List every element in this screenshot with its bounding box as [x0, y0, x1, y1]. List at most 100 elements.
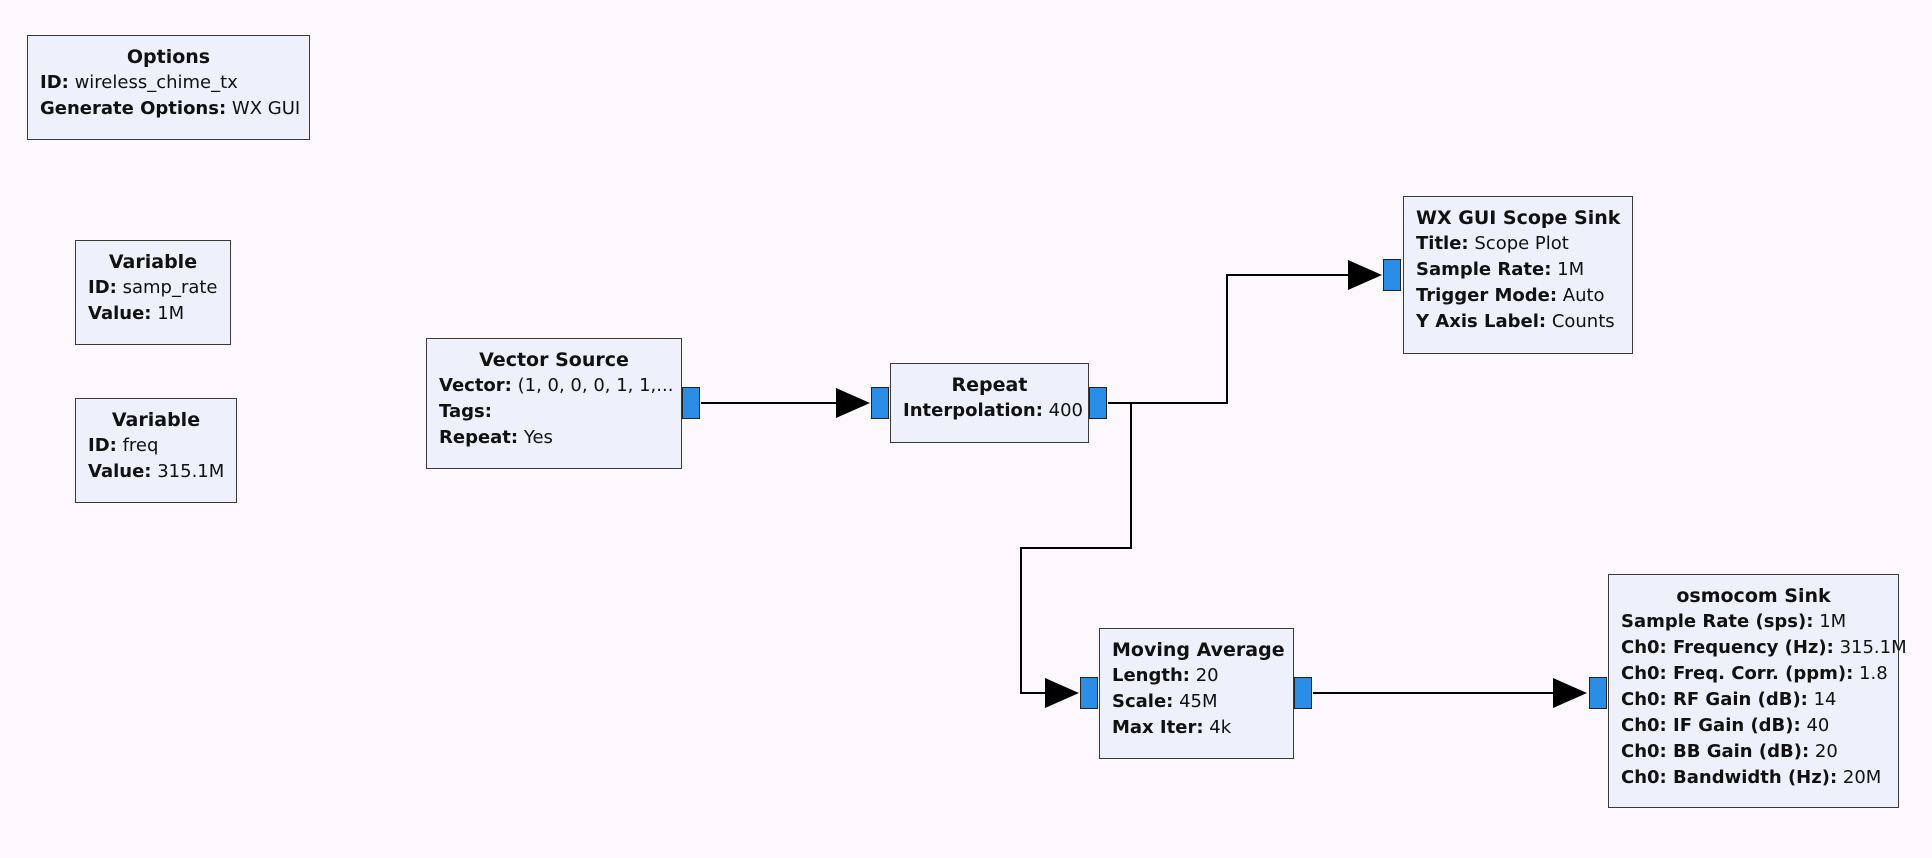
param-row-freq-corr: Ch0: Freq. Corr. (ppm): 1.8	[1621, 661, 1888, 687]
param-key: Title:	[1416, 233, 1469, 254]
param-row-trigger-mode: Trigger Mode: Auto	[1416, 283, 1620, 309]
param-key: Value:	[88, 461, 152, 482]
wire-moving-average-to-osmocom-sink[interactable]	[1313, 678, 1587, 708]
param-key: Ch0: Bandwidth (Hz):	[1621, 767, 1838, 788]
param-value: wireless_chime_tx	[74, 72, 238, 93]
param-key: Repeat:	[439, 427, 519, 448]
param-row-interpolation: Interpolation: 400	[903, 398, 1083, 424]
block-title: Vector Source	[479, 349, 629, 371]
moving-average-block[interactable]: Moving Average Length: 20 Scale: 45M Max…	[1099, 628, 1294, 759]
param-value: 20M	[1842, 767, 1882, 788]
arrowhead-icon	[836, 388, 870, 418]
param-value: 1M	[1819, 611, 1847, 632]
param-row-rf-gain: Ch0: RF Gain (dB): 14	[1621, 687, 1886, 713]
options-block[interactable]: Options ID: wireless_chime_tx Generate O…	[27, 35, 310, 140]
vector-source-block[interactable]: Vector Source Vector: (1, 0, 0, 0, 1, 1,…	[426, 338, 682, 469]
osmocom-sink-block[interactable]: osmocom Sink Sample Rate (sps): 1M Ch0: …	[1608, 574, 1907, 808]
param-key: Value:	[88, 303, 152, 324]
param-value: 1M	[157, 303, 185, 324]
block-title: Moving Average	[1112, 639, 1285, 661]
param-row-length: Length: 20	[1112, 663, 1281, 689]
block-title: Variable	[108, 251, 198, 273]
param-key: Y Axis Label:	[1416, 311, 1547, 332]
param-key: Ch0: RF Gain (dB):	[1621, 689, 1808, 710]
param-value: (1, 0, 0, 0, 1, 1,...	[517, 375, 674, 396]
param-key: ID:	[40, 72, 69, 93]
param-row-tags: Tags:	[439, 399, 669, 425]
param-value: 20	[1195, 665, 1219, 686]
scope-sink-block[interactable]: WX GUI Scope Sink Title: Scope Plot Samp…	[1403, 196, 1633, 354]
param-key: Sample Rate (sps):	[1621, 611, 1814, 632]
param-key: Scale:	[1112, 691, 1174, 712]
param-row-id: ID: freq	[88, 433, 224, 459]
param-value: freq	[122, 435, 159, 456]
arrowhead-icon	[1348, 260, 1382, 290]
variable-freq-block[interactable]: Variable ID: freq Value: 315.1M	[75, 398, 237, 503]
param-row-vector: Vector: (1, 0, 0, 0, 1, 1,...	[439, 373, 673, 399]
param-value: Yes	[523, 427, 553, 448]
param-value: WX GUI	[231, 98, 301, 119]
repeat-input-port[interactable]	[871, 387, 889, 419]
param-row-generate-options: Generate Options: WX GUI	[40, 96, 301, 122]
param-row-value: Value: 315.1M	[88, 459, 224, 485]
variable-samp-rate-block[interactable]: Variable ID: samp_rate Value: 1M	[75, 240, 231, 345]
param-value: 14	[1813, 689, 1837, 710]
block-title: Options	[126, 46, 211, 68]
param-row-sample-rate: Sample Rate: 1M	[1416, 257, 1620, 283]
param-row-scale: Scale: 45M	[1112, 689, 1281, 715]
param-key: Generate Options:	[40, 98, 227, 119]
param-row-y-axis-label: Y Axis Label: Counts	[1416, 309, 1620, 335]
param-key: Ch0: BB Gain (dB):	[1621, 741, 1810, 762]
param-row-id: ID: wireless_chime_tx	[40, 70, 297, 96]
block-title: WX GUI Scope Sink	[1416, 207, 1621, 229]
param-value: 20	[1814, 741, 1838, 762]
param-row-max-iter: Max Iter: 4k	[1112, 715, 1281, 741]
param-key: ID:	[88, 435, 117, 456]
param-key: Vector:	[439, 375, 512, 396]
param-key: Length:	[1112, 665, 1190, 686]
param-value: 45M	[1179, 691, 1218, 712]
repeat-output-port[interactable]	[1089, 387, 1107, 419]
param-value: samp_rate	[122, 277, 218, 298]
param-key: Ch0: IF Gain (dB):	[1621, 715, 1801, 736]
wire-repeat-to-scope-sink[interactable]	[1108, 260, 1382, 404]
param-value: 315.1M	[1839, 637, 1907, 658]
param-value: 40	[1806, 715, 1830, 736]
param-row-sample-rate: Sample Rate (sps): 1M	[1621, 609, 1886, 635]
param-value: 1M	[1557, 259, 1585, 280]
param-key: Ch0: Freq. Corr. (ppm):	[1621, 663, 1854, 684]
param-value: 400	[1048, 400, 1084, 421]
param-key: ID:	[88, 277, 117, 298]
param-key: Max Iter:	[1112, 717, 1204, 738]
param-row-if-gain: Ch0: IF Gain (dB): 40	[1621, 713, 1886, 739]
param-row-id: ID: samp_rate	[88, 275, 218, 301]
param-key: Interpolation:	[903, 400, 1043, 421]
repeat-block[interactable]: Repeat Interpolation: 400	[890, 363, 1089, 443]
block-title: Repeat	[951, 374, 1028, 396]
param-row-bandwidth: Ch0: Bandwidth (Hz): 20M	[1621, 765, 1886, 791]
param-value: 315.1M	[157, 461, 225, 482]
vector-source-output-port[interactable]	[682, 387, 700, 419]
arrowhead-icon	[1045, 678, 1079, 708]
param-value: 1.8	[1859, 663, 1888, 684]
param-key: Trigger Mode:	[1416, 285, 1558, 306]
arrowhead-icon	[1553, 678, 1587, 708]
block-title: Variable	[111, 409, 201, 431]
param-value: 4k	[1209, 717, 1232, 738]
param-value: Auto	[1562, 285, 1605, 306]
osmocom-sink-input-port[interactable]	[1589, 677, 1607, 709]
param-value: Scope Plot	[1474, 233, 1569, 254]
param-row-value: Value: 1M	[88, 301, 218, 327]
moving-average-input-port[interactable]	[1080, 677, 1098, 709]
block-title: osmocom Sink	[1676, 585, 1831, 607]
wire-vector-source-to-repeat[interactable]	[701, 388, 870, 418]
param-row-bb-gain: Ch0: BB Gain (dB): 20	[1621, 739, 1886, 765]
param-row-repeat: Repeat: Yes	[439, 425, 669, 451]
scope-sink-input-port[interactable]	[1383, 259, 1401, 291]
moving-average-output-port[interactable]	[1294, 677, 1312, 709]
param-key: Ch0: Frequency (Hz):	[1621, 637, 1834, 658]
param-key: Tags:	[439, 401, 492, 422]
param-row-title: Title: Scope Plot	[1416, 231, 1620, 257]
param-value: Counts	[1551, 311, 1615, 332]
